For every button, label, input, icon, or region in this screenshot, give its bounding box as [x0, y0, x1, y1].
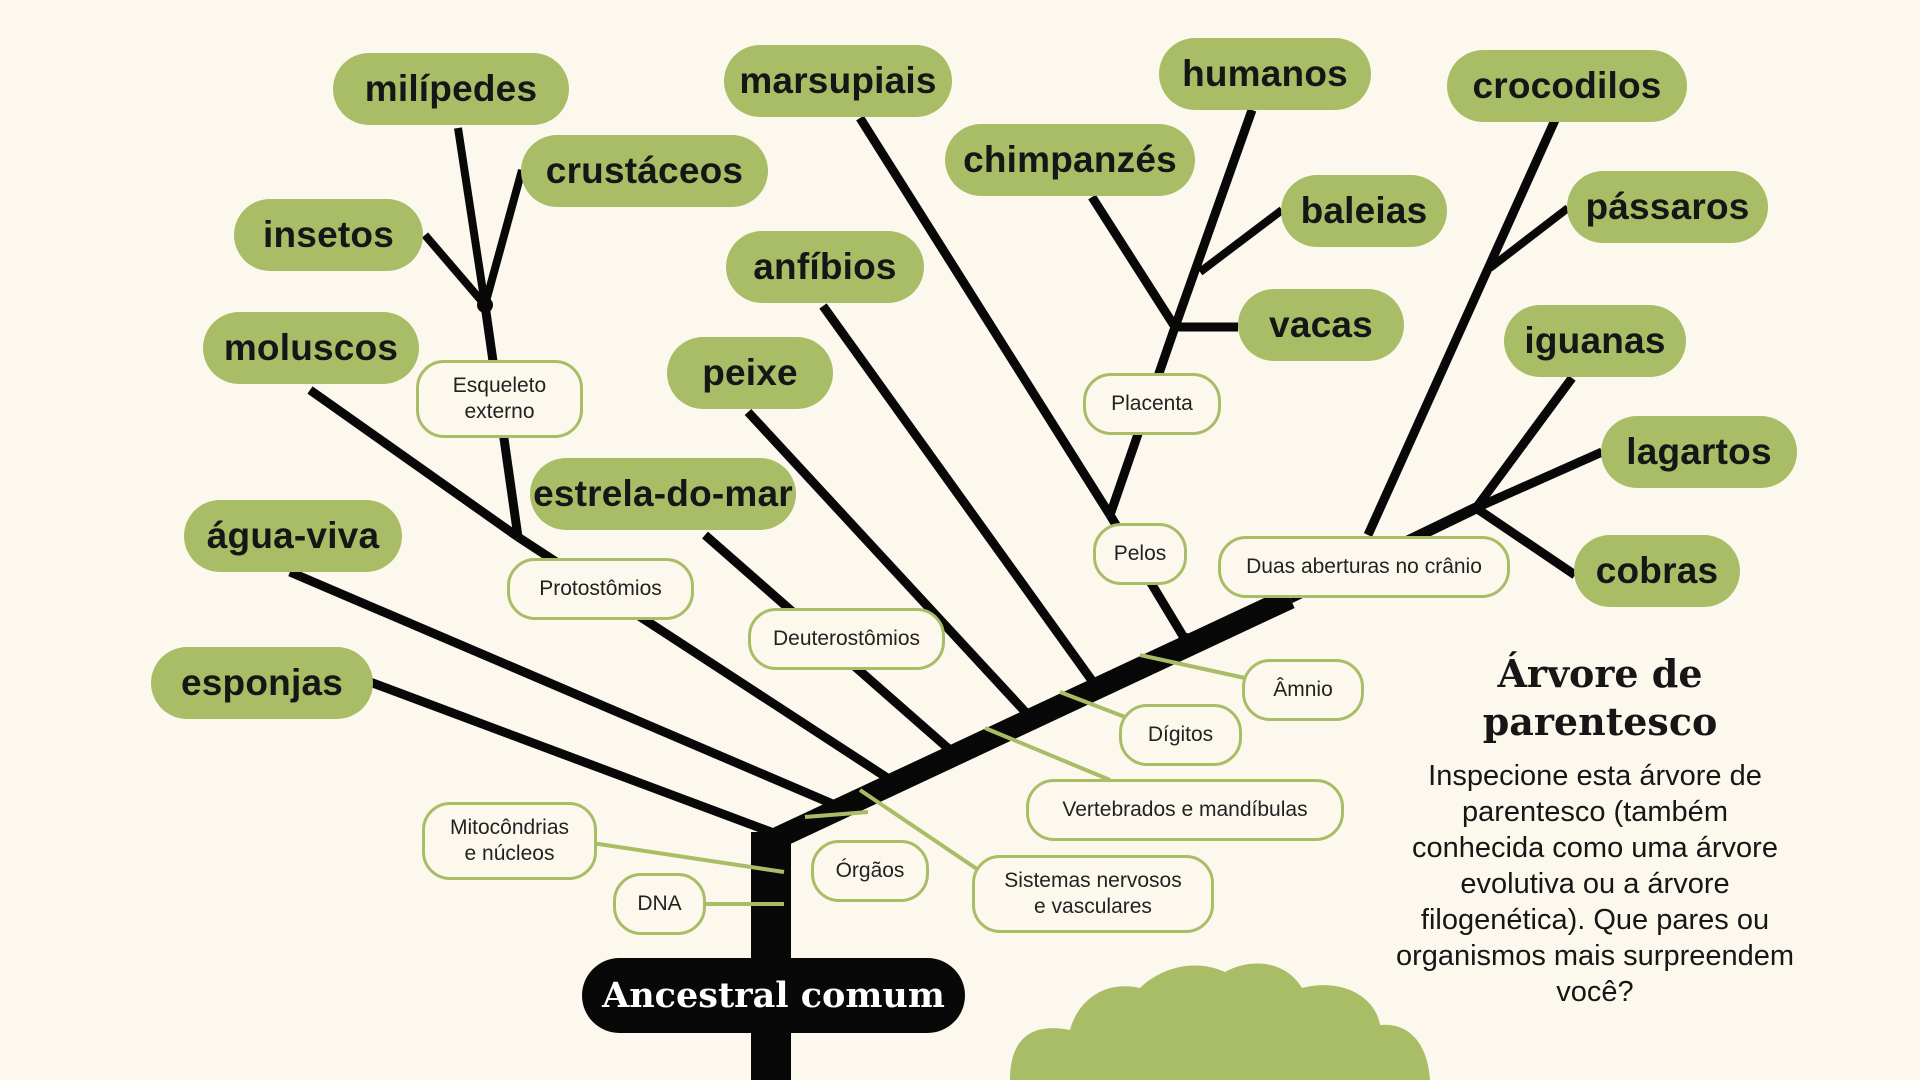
info-title: Árvore de parentesco — [1482, 651, 1718, 744]
trait-vertebrados: Vertebrados e mandíbulas — [1026, 779, 1344, 841]
leaf-iguanas: iguanas — [1504, 305, 1686, 377]
leaf-lagartos: lagartos — [1601, 416, 1797, 488]
branch-baleias — [1197, 206, 1285, 276]
leaf-agua-viva: água-viva — [184, 500, 402, 572]
branch-squamates — [1474, 447, 1604, 513]
trait-pelos: Pelos — [1093, 523, 1187, 585]
leaf-crocodilos: crocodilos — [1447, 50, 1687, 122]
branch-insetos — [421, 232, 489, 308]
trait-protostomios: Protostômios — [507, 558, 694, 620]
branch-moluscos — [307, 386, 521, 541]
trait-orgaos: Órgãos — [811, 840, 929, 902]
branch-peixe — [744, 408, 1034, 721]
leaf-estrela-do-mar: estrela-do-mar — [530, 458, 796, 530]
branch-esponjas — [368, 677, 773, 837]
trait-deuterostomios: Deuterostômios — [748, 608, 945, 670]
branch-milipedes — [454, 127, 489, 306]
leaf-milipedes: milípedes — [333, 53, 569, 125]
branch-chimpanzes — [1088, 194, 1179, 330]
leaf-insetos: insetos — [234, 199, 423, 271]
decorative-bush — [1010, 963, 1430, 1080]
trait-digitos: Dígitos — [1119, 704, 1242, 766]
main-branch — [768, 588, 1295, 850]
root-ancestral-comum: Ancestral comum — [582, 958, 965, 1033]
leaf-passaros: pássaros — [1567, 171, 1768, 243]
info-text: Inspecione esta árvore de parentesco (ta… — [1395, 760, 1795, 1008]
branch-cobras — [1473, 504, 1578, 579]
leaf-marsupiais: marsupiais — [724, 45, 952, 117]
branch-iguanas — [1472, 375, 1576, 511]
leaf-vacas: vacas — [1238, 289, 1404, 361]
trait-placenta: Placenta — [1083, 373, 1221, 435]
branch-crocodilos — [1363, 118, 1560, 537]
branch-agua-viva — [288, 567, 844, 813]
branch-marsupiais — [856, 115, 1114, 518]
trait-sistemas: Sistemas nervosos e vasculares — [972, 855, 1214, 933]
leaf-humanos: humanos — [1159, 38, 1371, 110]
branch-humanos — [1170, 108, 1257, 329]
leaf-moluscos: moluscos — [203, 312, 419, 384]
leaf-chimpanzes: chimpanzés — [945, 124, 1195, 196]
leaf-crustaceos: crustáceos — [521, 135, 768, 207]
trait-dna: DNA — [613, 873, 706, 935]
leaf-cobras: cobras — [1574, 535, 1740, 607]
trait-mitocondrias: Mitocôndrias e núcleos — [422, 802, 597, 880]
leaf-baleias: baleias — [1281, 175, 1447, 247]
branch-crustaceos — [481, 168, 526, 307]
leaf-peixe: peixe — [667, 337, 833, 409]
trait-duas-aberturas: Duas aberturas no crânio — [1218, 536, 1510, 598]
branch-anfibios — [819, 303, 1097, 685]
trait-amnio: Âmnio — [1242, 659, 1364, 721]
leaf-esponjas: esponjas — [151, 647, 373, 719]
leaf-anfibios: anfíbios — [726, 231, 924, 303]
branch-passaros — [1487, 204, 1571, 272]
trait-esqueleto: Esqueleto externo — [416, 360, 583, 438]
